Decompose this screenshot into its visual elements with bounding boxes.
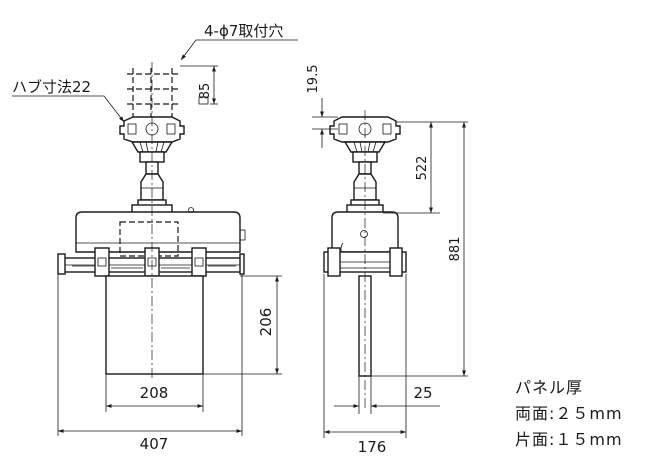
dim-522: 522 [415,156,430,181]
dim-407: 407 [140,435,169,453]
dim-206: 206 [257,308,275,337]
panel-thickness-both-sides: 両面:２５mm [515,404,623,423]
panel-thickness-title: パネル厚 [515,378,584,397]
lower-box [105,275,204,375]
switch-box [57,207,246,277]
mounting-hole-pattern [127,68,209,120]
front-view [57,62,246,380]
dim-85: 85 [198,83,213,100]
dimension-labels: 4-ϕ7取付穴 ハブ寸法22 85 19.5 522 881 206 208 4… [12,22,463,456]
label-mounting-holes: 4-ϕ7取付穴 [204,22,283,40]
dim-19-5: 19.5 [306,65,321,94]
dimensions [12,39,468,438]
dim-176: 176 [358,438,387,456]
panel-thickness-one-side: 片面:１５mm [515,430,623,449]
dim-881: 881 [448,237,463,262]
dim-208: 208 [140,384,169,402]
dim-25: 25 [413,384,432,402]
side-view [323,110,407,410]
label-hub-size: ハブ寸法22 [12,78,91,96]
